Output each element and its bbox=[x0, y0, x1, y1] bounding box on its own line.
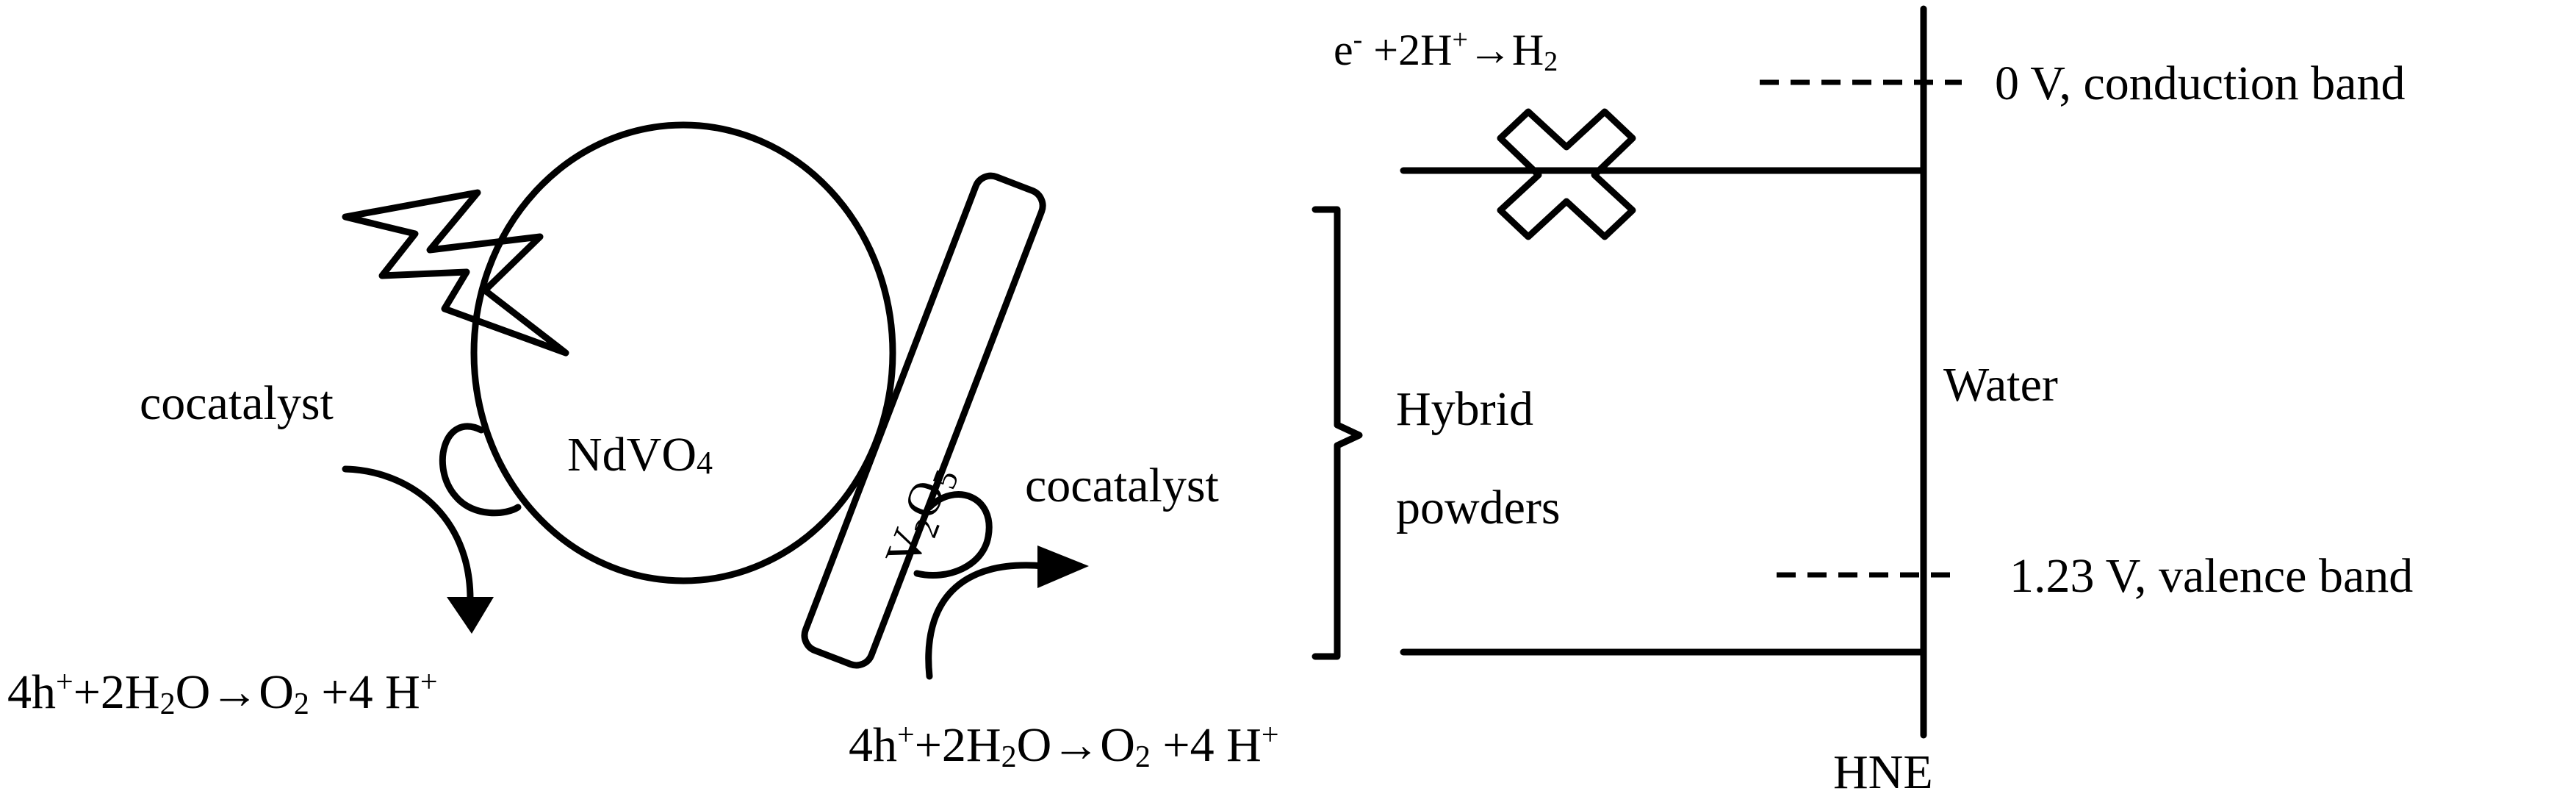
valence-band-label: 1.23 V, valence band bbox=[2010, 549, 2413, 603]
ndvo4-particle bbox=[470, 121, 896, 584]
hybrid-label-line2: powders bbox=[1396, 481, 1561, 534]
left-reaction-arrow bbox=[342, 465, 474, 603]
blocked-cross-icon bbox=[1497, 108, 1636, 240]
lightning-bolt-icon bbox=[342, 189, 569, 357]
cocatalyst-right-particle bbox=[913, 491, 993, 579]
oxidation-reaction-right: 4h++2H2O→O2 +4 H+ bbox=[849, 718, 1279, 774]
hybrid-label-line1: Hybrid bbox=[1396, 382, 1533, 436]
left-arrowhead-icon bbox=[447, 597, 494, 634]
cocatalyst-right-label: cocatalyst bbox=[1025, 459, 1219, 512]
cocatalyst-left-label: cocatalyst bbox=[140, 376, 334, 430]
reduction-reaction: e- +2H+→H2 bbox=[1334, 24, 1558, 77]
right-arrowhead-icon bbox=[1037, 545, 1089, 588]
v2o5-label: V2O5 bbox=[875, 457, 965, 575]
hne-label: HNE bbox=[1833, 745, 1933, 799]
oxidation-reaction-left: 4h++2H2O→O2 +4 H+ bbox=[7, 665, 438, 721]
v2o5-rod bbox=[801, 172, 1046, 669]
water-label: Water bbox=[1943, 358, 2058, 412]
conduction-band-label: 0 V, conduction band bbox=[1995, 57, 2406, 110]
ndvo4-label: NdVO4 bbox=[567, 428, 713, 482]
cocatalyst-left-particle bbox=[439, 423, 522, 517]
right-reaction-arrow bbox=[925, 562, 1047, 680]
hybrid-bracket bbox=[1312, 206, 1363, 660]
